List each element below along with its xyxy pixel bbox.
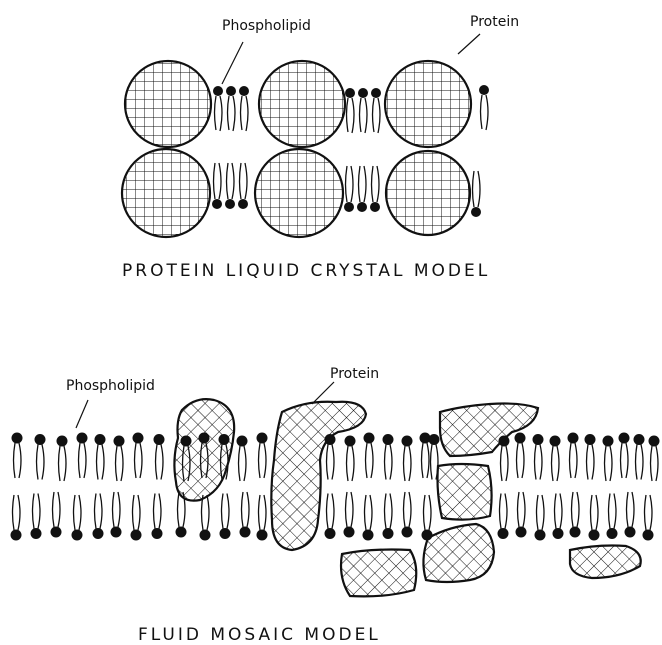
phospholipid <box>533 434 544 480</box>
phospholipid <box>325 494 336 540</box>
top-protein-label: Protein <box>470 14 519 30</box>
protein-blob <box>423 524 494 582</box>
phospholipid <box>585 434 596 480</box>
phospholipid <box>535 495 546 541</box>
phospholipid <box>479 85 489 130</box>
phospholipid <box>383 494 394 540</box>
protein-circle <box>259 61 345 147</box>
phospholipid <box>154 434 165 480</box>
phospholipid <box>35 434 46 480</box>
phospholipid <box>200 495 211 541</box>
phospholipid <box>358 88 368 133</box>
phospholipid <box>619 433 630 479</box>
phospholipid <box>220 494 231 540</box>
protein-circle <box>255 149 343 237</box>
phospholipid <box>363 495 374 541</box>
top-caption: PROTEIN LIQUID CRYSTAL MODEL <box>122 261 490 281</box>
phospholipid <box>550 436 561 482</box>
protein-circle <box>122 149 210 237</box>
protein-circle <box>385 61 471 147</box>
top-phospholipid-leader <box>222 42 243 84</box>
phospholipid <box>237 436 248 482</box>
phospholipid <box>111 492 122 538</box>
protein-blob <box>174 399 234 501</box>
phospholipid <box>131 495 142 541</box>
phospholipid <box>12 433 23 479</box>
phospholipid <box>568 433 579 479</box>
phospholipid <box>51 492 62 538</box>
bottom-caption: FLUID MOSAIC MODEL <box>138 625 381 645</box>
phospholipid <box>422 495 433 541</box>
protein-blob <box>438 464 492 520</box>
protein-circle <box>125 61 211 147</box>
phospholipid <box>643 495 654 541</box>
bottom-proteins <box>174 399 640 596</box>
phospholipid <box>471 171 481 217</box>
phospholipid <box>240 492 251 538</box>
phospholipid <box>152 494 163 540</box>
phospholipid <box>516 492 527 538</box>
protein-blob <box>341 550 416 597</box>
phospholipid <box>225 163 235 209</box>
phospholipid <box>344 166 354 212</box>
phospholipid <box>95 434 106 480</box>
phospholipid <box>133 433 144 479</box>
phospholipid <box>257 433 268 479</box>
phospholipid <box>603 436 614 482</box>
phospholipid <box>364 433 375 479</box>
phospholipid <box>570 492 581 538</box>
phospholipid <box>402 492 413 538</box>
phospholipid <box>625 492 636 538</box>
fluid-mosaic-model: Phospholipid Protein FLUID MOSAIC MODEL <box>11 366 660 645</box>
top-protein-leader <box>458 34 480 54</box>
phospholipid <box>634 434 645 480</box>
phospholipid <box>607 494 618 540</box>
phospholipid <box>226 86 236 131</box>
phospholipid <box>257 495 268 541</box>
phospholipid <box>57 436 68 482</box>
phospholipid <box>553 494 564 540</box>
bottom-phospholipid-leader <box>76 400 88 428</box>
protein-circle <box>386 151 470 235</box>
phospholipid <box>402 436 413 482</box>
phospholipid <box>239 86 249 131</box>
phospholipid <box>589 495 600 541</box>
phospholipid <box>371 88 381 133</box>
bottom-phospholipid-bilayer <box>11 433 660 541</box>
top-proteins <box>122 61 471 237</box>
phospholipid <box>498 494 509 540</box>
protein-liquid-crystal-model: Phospholipid Protein PROTEIN LIQUID CRYS… <box>122 14 519 281</box>
phospholipid <box>383 434 394 480</box>
protein-blob <box>570 546 641 579</box>
phospholipid <box>515 433 526 479</box>
phospholipid <box>114 436 125 482</box>
phospholipid <box>11 495 22 541</box>
phospholipid <box>93 494 104 540</box>
phospholipid <box>344 492 355 538</box>
phospholipid <box>72 495 83 541</box>
phospholipid <box>212 163 222 209</box>
phospholipid <box>238 163 248 209</box>
phospholipid <box>345 88 355 133</box>
top-phospholipid-label: Phospholipid <box>222 18 311 34</box>
phospholipid <box>345 436 356 482</box>
phospholipid <box>357 166 367 212</box>
phospholipid <box>31 494 42 540</box>
bottom-phospholipid-label: Phospholipid <box>66 378 155 394</box>
phospholipid <box>77 433 88 479</box>
bottom-protein-label: Protein <box>330 366 379 382</box>
phospholipid <box>649 436 660 482</box>
phospholipid <box>370 166 380 212</box>
phospholipid <box>213 86 223 131</box>
